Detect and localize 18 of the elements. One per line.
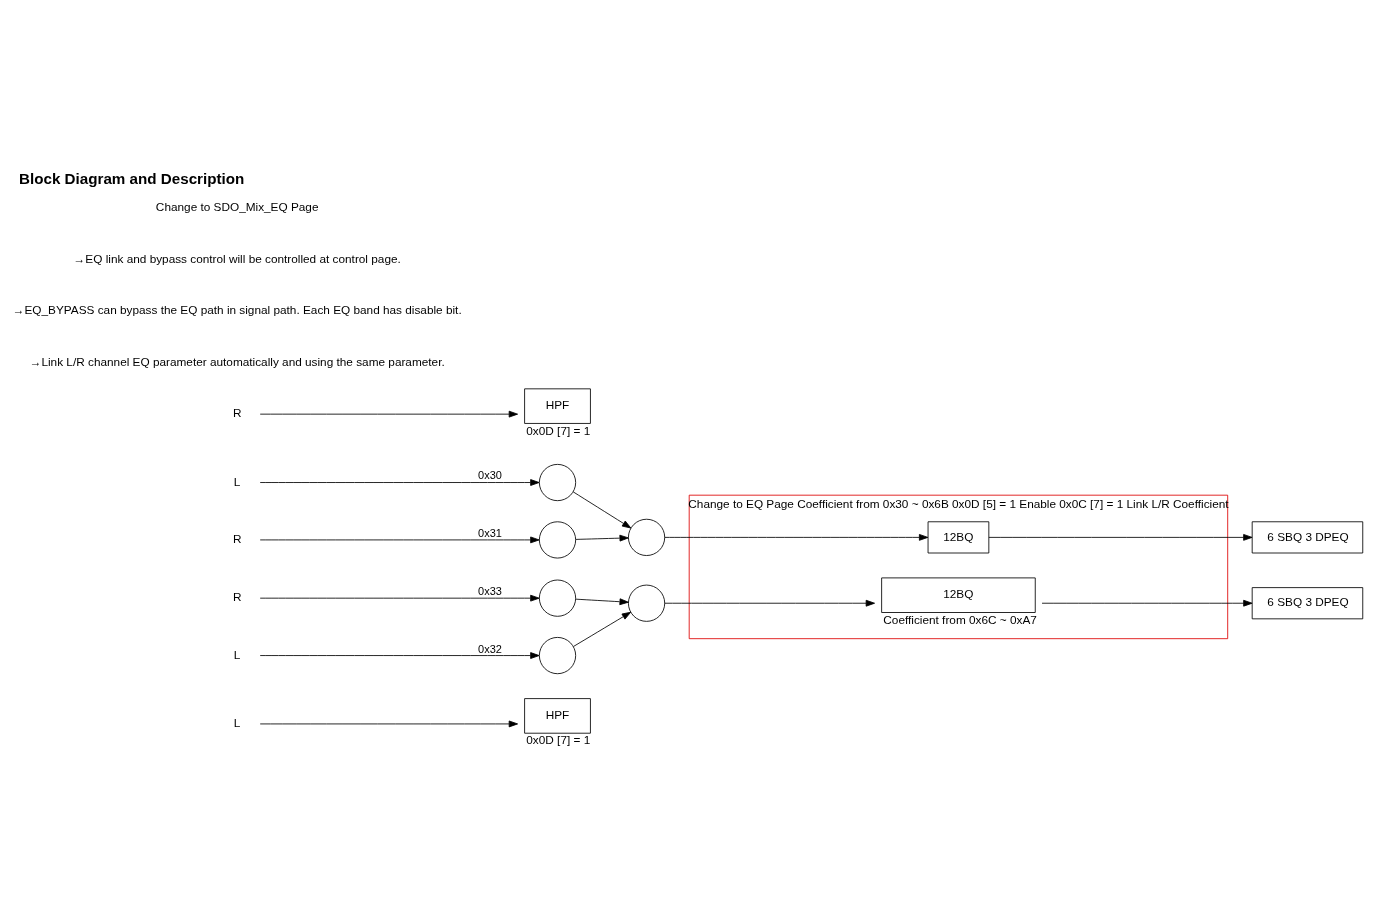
label: →Link L/R channel EQ parameter automatically and using the same parameter.	[29, 354, 445, 369]
node-text: R	[232, 532, 242, 547]
label: Change to SDO_Mix_EQ Page	[155, 200, 319, 215]
label: →EQ_BYPASS can bypass the EQ path in signal path. Each EQ band has disable bit.	[12, 303, 462, 318]
edge-label: 0x31	[478, 526, 502, 539]
edge-label: 0x32	[478, 642, 502, 655]
diagram-title: Block Diagram and Description	[19, 170, 245, 188]
node-label: 0x0D [7] = 1	[526, 733, 591, 748]
edge-label: 0x33	[478, 585, 502, 598]
node-text: R	[232, 406, 242, 421]
edge-label: 0x30	[478, 469, 502, 482]
node-text: R	[232, 590, 242, 605]
node-label: 0x0D [7] = 1	[526, 423, 591, 438]
node-label: Coefficient from 0x6C ~ 0xA7	[883, 612, 1037, 627]
node-text: L	[233, 647, 241, 662]
node-text: L	[233, 474, 241, 489]
node-text: L	[233, 716, 241, 731]
label: →EQ link and bypass control will be controlled at control page.	[73, 251, 401, 266]
